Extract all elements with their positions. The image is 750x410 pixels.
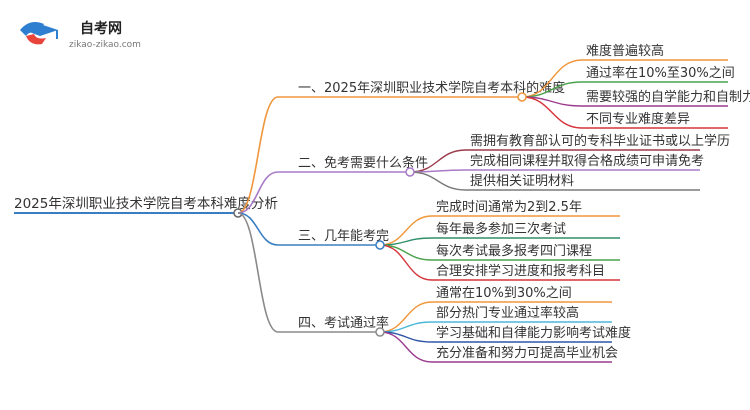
branch-node-2[interactable]: 二、免考需要什么条件 需拥有教育部认可的专科毕业证书或以上学历完成相同课程并取得合… [237, 133, 730, 214]
leaf-label[interactable]: 难度普遍较高 [586, 43, 664, 59]
leaf-label[interactable]: 每年最多参加三次考试 [436, 221, 566, 237]
leaf-connector [379, 244, 433, 261]
logo-mortarboard-icon [20, 22, 58, 45]
leaf-label[interactable]: 需要较强的自学能力和自制力 [586, 89, 750, 105]
leaf-connector [521, 96, 583, 129]
branch-node-1[interactable]: 一、2025年深圳职业技术学院自考本科的难度 难度普遍较高通过率在10%至30%之… [237, 43, 750, 214]
leaf-label[interactable]: 通过率在10%至30%之间 [586, 65, 735, 81]
leaf-label[interactable]: 完成时间通常为2到2.5年 [436, 200, 582, 215]
branch-collapse-handle[interactable] [517, 92, 527, 102]
leaf-connector [409, 171, 467, 191]
branch-connector [237, 212, 279, 333]
branch-label: 二、免考需要什么条件 [298, 155, 428, 171]
leaf-label[interactable]: 每次考试最多报考四门课程 [436, 243, 592, 259]
branch-collapse-handle[interactable] [375, 240, 385, 250]
branch-label: 一、2025年深圳职业技术学院自考本科的难度 [298, 80, 565, 96]
leaf-connector [379, 331, 433, 363]
logo-title: 自考网 [80, 20, 122, 37]
leaf-label[interactable]: 需拥有教育部认可的专科毕业证书或以上学历 [470, 133, 730, 149]
leaf-label[interactable]: 通常在10%到30%之间 [436, 286, 572, 301]
leaf-connector [379, 244, 433, 281]
branch-label: 四、考试通过率 [298, 315, 389, 331]
root-node[interactable]: 2025年深圳职业技术学院自考本科难度分析 [14, 196, 278, 218]
branch-connector [237, 212, 279, 246]
branch-connector [237, 171, 279, 214]
root-label: 2025年深圳职业技术学院自考本科难度分析 [14, 196, 278, 212]
leaf-connector [521, 81, 583, 98]
branch-node-3[interactable]: 三、几年能考完 完成时间通常为2到2.5年每年最多参加三次考试每次考试最多报考四门… [237, 200, 620, 281]
branch-node-4[interactable]: 四、考试通过率 通常在10%到30%之间部分热门专业通过率较高学习基础和自律能力影… [237, 212, 631, 363]
logo-subtitle: zikao-zikao.com [69, 40, 141, 50]
branch-connector [237, 96, 279, 214]
leaf-label[interactable]: 完成相同课程并取得合格成绩可申请免考 [470, 153, 704, 169]
leaf-label[interactable]: 部分热门专业通过率较高 [436, 305, 579, 321]
leaf-label[interactable]: 不同专业难度差异 [586, 111, 690, 127]
branch-label: 三、几年能考完 [298, 229, 389, 244]
leaf-label[interactable]: 合理安排学习进度和报考科目 [436, 263, 605, 279]
branch-collapse-handle[interactable] [405, 167, 415, 177]
leaf-label[interactable]: 充分准备和努力可提高毕业机会 [436, 345, 618, 361]
site-logo: 自考网 zikao-zikao.com [20, 20, 141, 50]
leaf-label[interactable]: 提供相关证明材料 [470, 173, 574, 189]
leaf-label[interactable]: 学习基础和自律能力影响考试难度 [436, 325, 631, 341]
branch-collapse-handle[interactable] [375, 327, 385, 337]
